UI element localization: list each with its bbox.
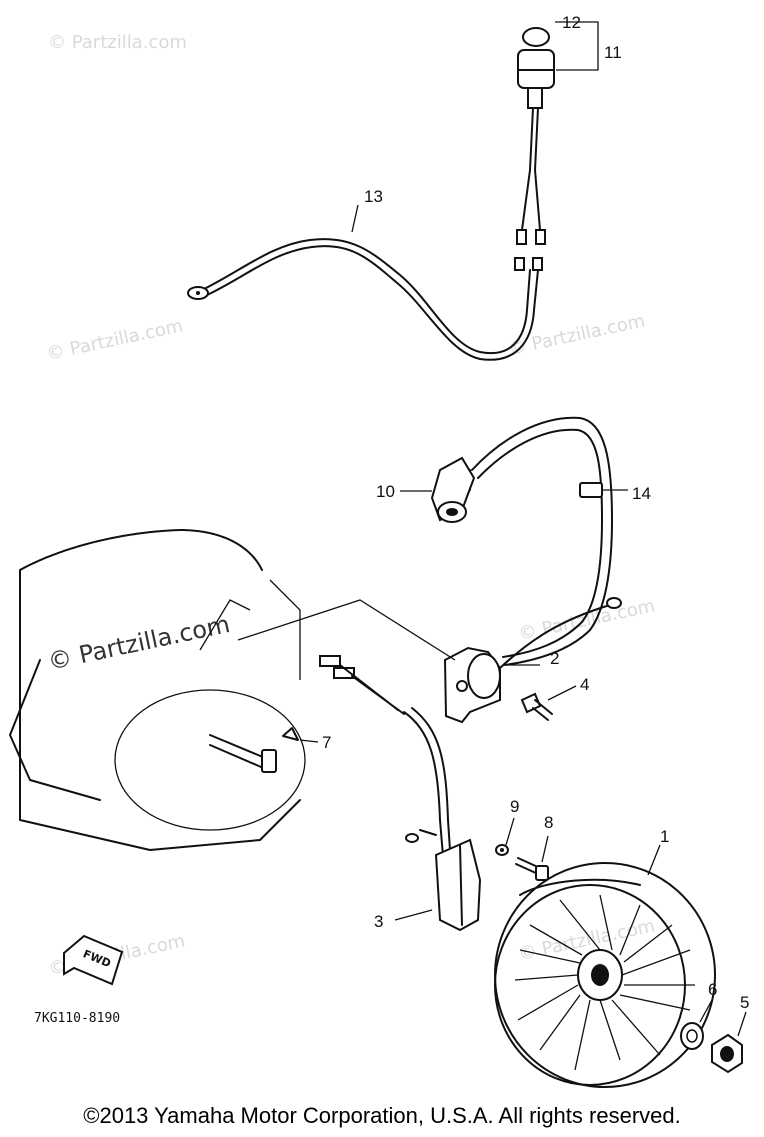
fwd-arrow-icon: FWD <box>63 934 124 986</box>
watermark: © Partzilla.com <box>45 315 185 364</box>
charge-coil <box>319 655 482 932</box>
leader-4 <box>547 685 577 701</box>
callout-5: 5 <box>740 993 749 1012</box>
flywheel <box>494 862 716 1088</box>
callout-2: 2 <box>550 649 559 668</box>
bracket-11-12 <box>555 21 599 71</box>
washer-6 <box>680 1022 704 1050</box>
callout-12: 12 <box>562 13 581 32</box>
callout-8: 8 <box>544 813 553 832</box>
leader-1 <box>647 844 661 876</box>
leader-7 <box>299 739 319 743</box>
callout-13: 13 <box>364 187 383 206</box>
callout-3: 3 <box>374 912 383 931</box>
callout-4: 4 <box>580 675 589 694</box>
callout-6: 6 <box>708 980 717 999</box>
leader-8 <box>541 835 549 863</box>
callout-10: 10 <box>376 482 395 501</box>
lead-wire <box>187 238 539 361</box>
high-tension-cord <box>455 416 613 666</box>
callout-9: 9 <box>510 797 519 816</box>
callout-1: 1 <box>660 827 669 846</box>
callout-14: 14 <box>632 484 651 503</box>
leader-13 <box>351 204 359 233</box>
watermark: © Partzilla.com <box>48 32 187 53</box>
coil-bolt <box>520 692 553 721</box>
stop-switch <box>514 27 555 271</box>
leader-5 <box>737 1011 747 1037</box>
engine-phantom <box>9 529 456 851</box>
callout-11: 11 <box>604 43 622 62</box>
callout-7: 7 <box>322 733 331 752</box>
leader-6 <box>699 999 713 1023</box>
screw-8 <box>515 857 549 881</box>
washer-9 <box>495 844 509 856</box>
ignition-coil <box>443 597 622 724</box>
nut-5 <box>711 1033 743 1074</box>
diagram-code: 7KG110-8190 <box>34 1011 120 1026</box>
copyright-notice: ©2013 Yamaha Motor Corporation, U.S.A. A… <box>83 1103 681 1128</box>
leader-3 <box>394 909 433 921</box>
leader-9 <box>505 817 515 846</box>
spark-plug-cap <box>430 456 476 523</box>
